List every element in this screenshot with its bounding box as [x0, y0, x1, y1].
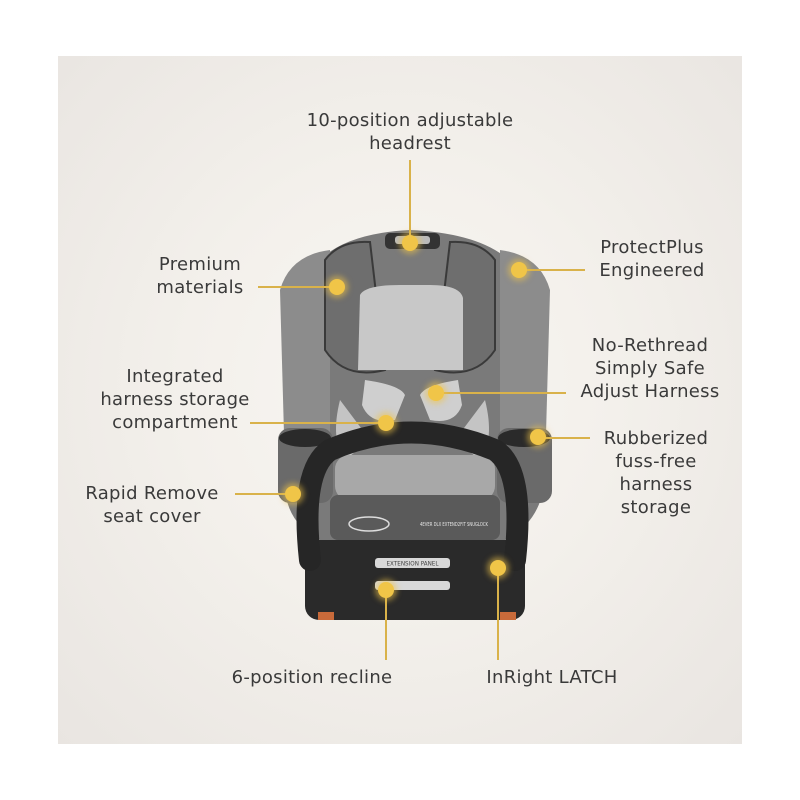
- protectplus-hotspot: [511, 262, 527, 278]
- rubberized-line: [538, 437, 590, 439]
- protectplus-line: [519, 269, 585, 271]
- recline-hotspot: [378, 582, 394, 598]
- rapid-label: Rapid Remove seat cover: [85, 482, 218, 528]
- headrest-label: 10-position adjustable headrest: [307, 109, 514, 155]
- label-line: ProtectPlus: [600, 237, 704, 258]
- label-line: headrest: [369, 133, 451, 154]
- label-line: Rubberized: [603, 428, 709, 449]
- extension-panel-label: EXTENSION PANEL: [387, 561, 440, 568]
- label-line: 10-position adjustable: [306, 110, 514, 131]
- premium-hotspot: [329, 279, 345, 295]
- latch-label: InRight LATCH: [486, 666, 617, 689]
- label-line: harness: [619, 474, 693, 495]
- label-line: compartment: [112, 412, 238, 433]
- latch-hotspot: [490, 560, 506, 576]
- rapid-line: [235, 493, 293, 495]
- norethread-label: No-Rethread Simply Safe Adjust Harness: [580, 334, 719, 403]
- label-line: InRight LATCH: [486, 667, 618, 688]
- label-line: Simply Safe: [595, 358, 705, 379]
- integrated-hotspot: [378, 415, 394, 431]
- label-line: harness storage: [100, 389, 250, 410]
- recline-line: [385, 590, 387, 660]
- label-line: Rapid Remove: [85, 483, 219, 504]
- label-line: Premium: [158, 254, 242, 275]
- label-line: storage: [620, 497, 692, 518]
- protectplus-label: ProtectPlus Engineered: [599, 236, 704, 282]
- label-line: seat cover: [103, 506, 201, 527]
- integrated-label: Integrated harness storage compartment: [100, 365, 249, 434]
- label-line: Engineered: [599, 260, 705, 281]
- rubberized-hotspot: [530, 429, 546, 445]
- rubberized-label: Rubberized fuss-free harness storage: [604, 427, 708, 519]
- recline-label: 6-position recline: [232, 666, 393, 689]
- label-line: Integrated: [126, 366, 224, 387]
- premium-line: [258, 286, 337, 288]
- integrated-line: [250, 422, 386, 424]
- norethread-line: [436, 392, 566, 394]
- headrest-hotspot: [402, 235, 418, 251]
- headrest-line: [409, 160, 411, 243]
- label-line: materials: [156, 277, 244, 298]
- latch-line: [497, 568, 499, 660]
- premium-label: Premium materials: [156, 253, 243, 299]
- rapid-hotspot: [285, 486, 301, 502]
- label-line: 6-position recline: [231, 667, 393, 688]
- model-text: 4EVER DLX EXTEND2FIT SNUGLOCK: [420, 522, 489, 528]
- label-line: No-Rethread: [591, 335, 709, 356]
- label-line: Adjust Harness: [580, 381, 720, 402]
- norethread-hotspot: [428, 385, 444, 401]
- label-line: fuss-free: [615, 451, 697, 472]
